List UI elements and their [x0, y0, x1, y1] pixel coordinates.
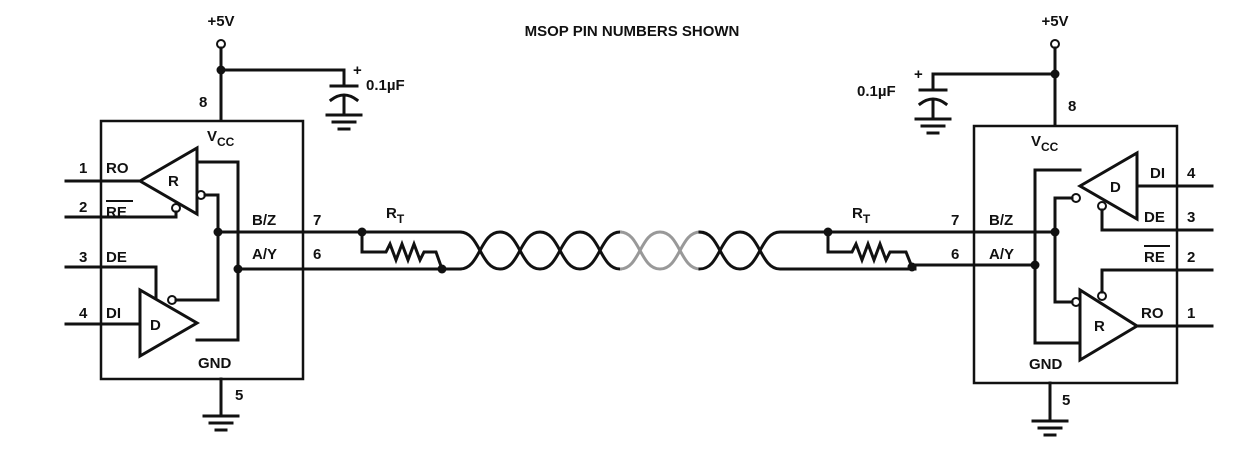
right-label-de: DE: [1144, 209, 1165, 226]
left-label-de: DE: [106, 249, 127, 266]
right-vcc-label: V: [1031, 133, 1041, 150]
right-capacitor-label: 0.1µF: [857, 83, 896, 100]
left-capacitor-label: 0.1µF: [366, 77, 405, 94]
right-label-bz: B/Z: [989, 212, 1013, 229]
right-label-di: DI: [1150, 165, 1165, 182]
right-ground-symbol: [1031, 419, 1069, 437]
right-pin-de: 3: [1187, 209, 1195, 226]
left-label-bz: B/Z: [252, 212, 276, 229]
left-vcc-label: V: [207, 128, 217, 145]
left-pin-ro: 1: [79, 160, 87, 177]
left-label-di: DI: [106, 305, 121, 322]
right-driver: [1077, 150, 1139, 222]
left-pin-gnd: 5: [235, 387, 243, 404]
right-terminator-resistor: [826, 230, 914, 269]
left-ground-symbol: [202, 414, 240, 432]
left-capacitor: +: [325, 62, 363, 131]
right-vcc-sub: CC: [1041, 140, 1059, 154]
left-label-ay: A/Y: [252, 246, 277, 263]
left-pin-di: 4: [79, 305, 88, 322]
right-driver-label: D: [1110, 179, 1121, 196]
svg-text:VCC: VCC: [207, 128, 235, 149]
right-pin-ro: 1: [1187, 305, 1195, 322]
diagram-title: MSOP PIN NUMBERS SHOWN: [525, 23, 740, 40]
right-pin-vcc: 8: [1068, 98, 1076, 115]
right-gnd-label: GND: [1029, 356, 1063, 373]
left-supply-label: +5V: [207, 13, 234, 30]
right-label-ro: RO: [1141, 305, 1164, 322]
svg-text:+: +: [914, 66, 923, 83]
left-receiver-label: R: [168, 173, 179, 190]
right-pin-re: 2: [1187, 249, 1195, 266]
left-terminator-label: RT: [386, 205, 405, 226]
left-gnd-label: GND: [198, 355, 232, 372]
right-label-ay: A/Y: [989, 246, 1014, 263]
left-terminator-resistor: [360, 230, 444, 271]
right-pin-bz: 7: [951, 212, 959, 229]
right-pin-gnd: 5: [1062, 392, 1070, 409]
left-pin-vcc: 8: [199, 94, 207, 111]
left-rx-b-wire: [203, 193, 220, 234]
left-driver-label: D: [150, 317, 161, 334]
right-de-wire: [1100, 208, 1179, 232]
left-pin-bz: 7: [313, 212, 321, 229]
right-transceiver: +5V + 0.1µF 8 VCC GND 5: [823, 13, 1214, 437]
left-receiver: [137, 145, 199, 217]
right-receiver-label: R: [1094, 318, 1105, 335]
left-ic-body: [99, 119, 305, 381]
svg-text:VCC: VCC: [1031, 133, 1059, 154]
left-label-ro: RO: [106, 160, 129, 177]
left-pin-de: 3: [79, 249, 87, 266]
right-label-re: RE: [1144, 249, 1165, 266]
twisted-pair-cable: [458, 230, 832, 271]
right-supply-label: +5V: [1041, 13, 1068, 30]
right-capacitor: +: [914, 66, 952, 135]
left-pin-re: 2: [79, 199, 87, 216]
left-vcc-sub: CC: [217, 135, 235, 149]
left-transceiver: +5V + 0.1µF 8 VCC GND 5: [64, 13, 462, 432]
left-driver: [138, 287, 200, 359]
cable-break-segment: [619, 230, 701, 271]
right-pin-ay: 6: [951, 246, 959, 263]
left-de-wire: [99, 265, 158, 300]
right-receiver: [1078, 287, 1140, 363]
right-pin-di: 4: [1187, 165, 1196, 182]
left-pin-ay: 6: [313, 246, 321, 263]
svg-text:+: +: [353, 62, 362, 79]
right-terminator-label: RT: [852, 205, 871, 226]
